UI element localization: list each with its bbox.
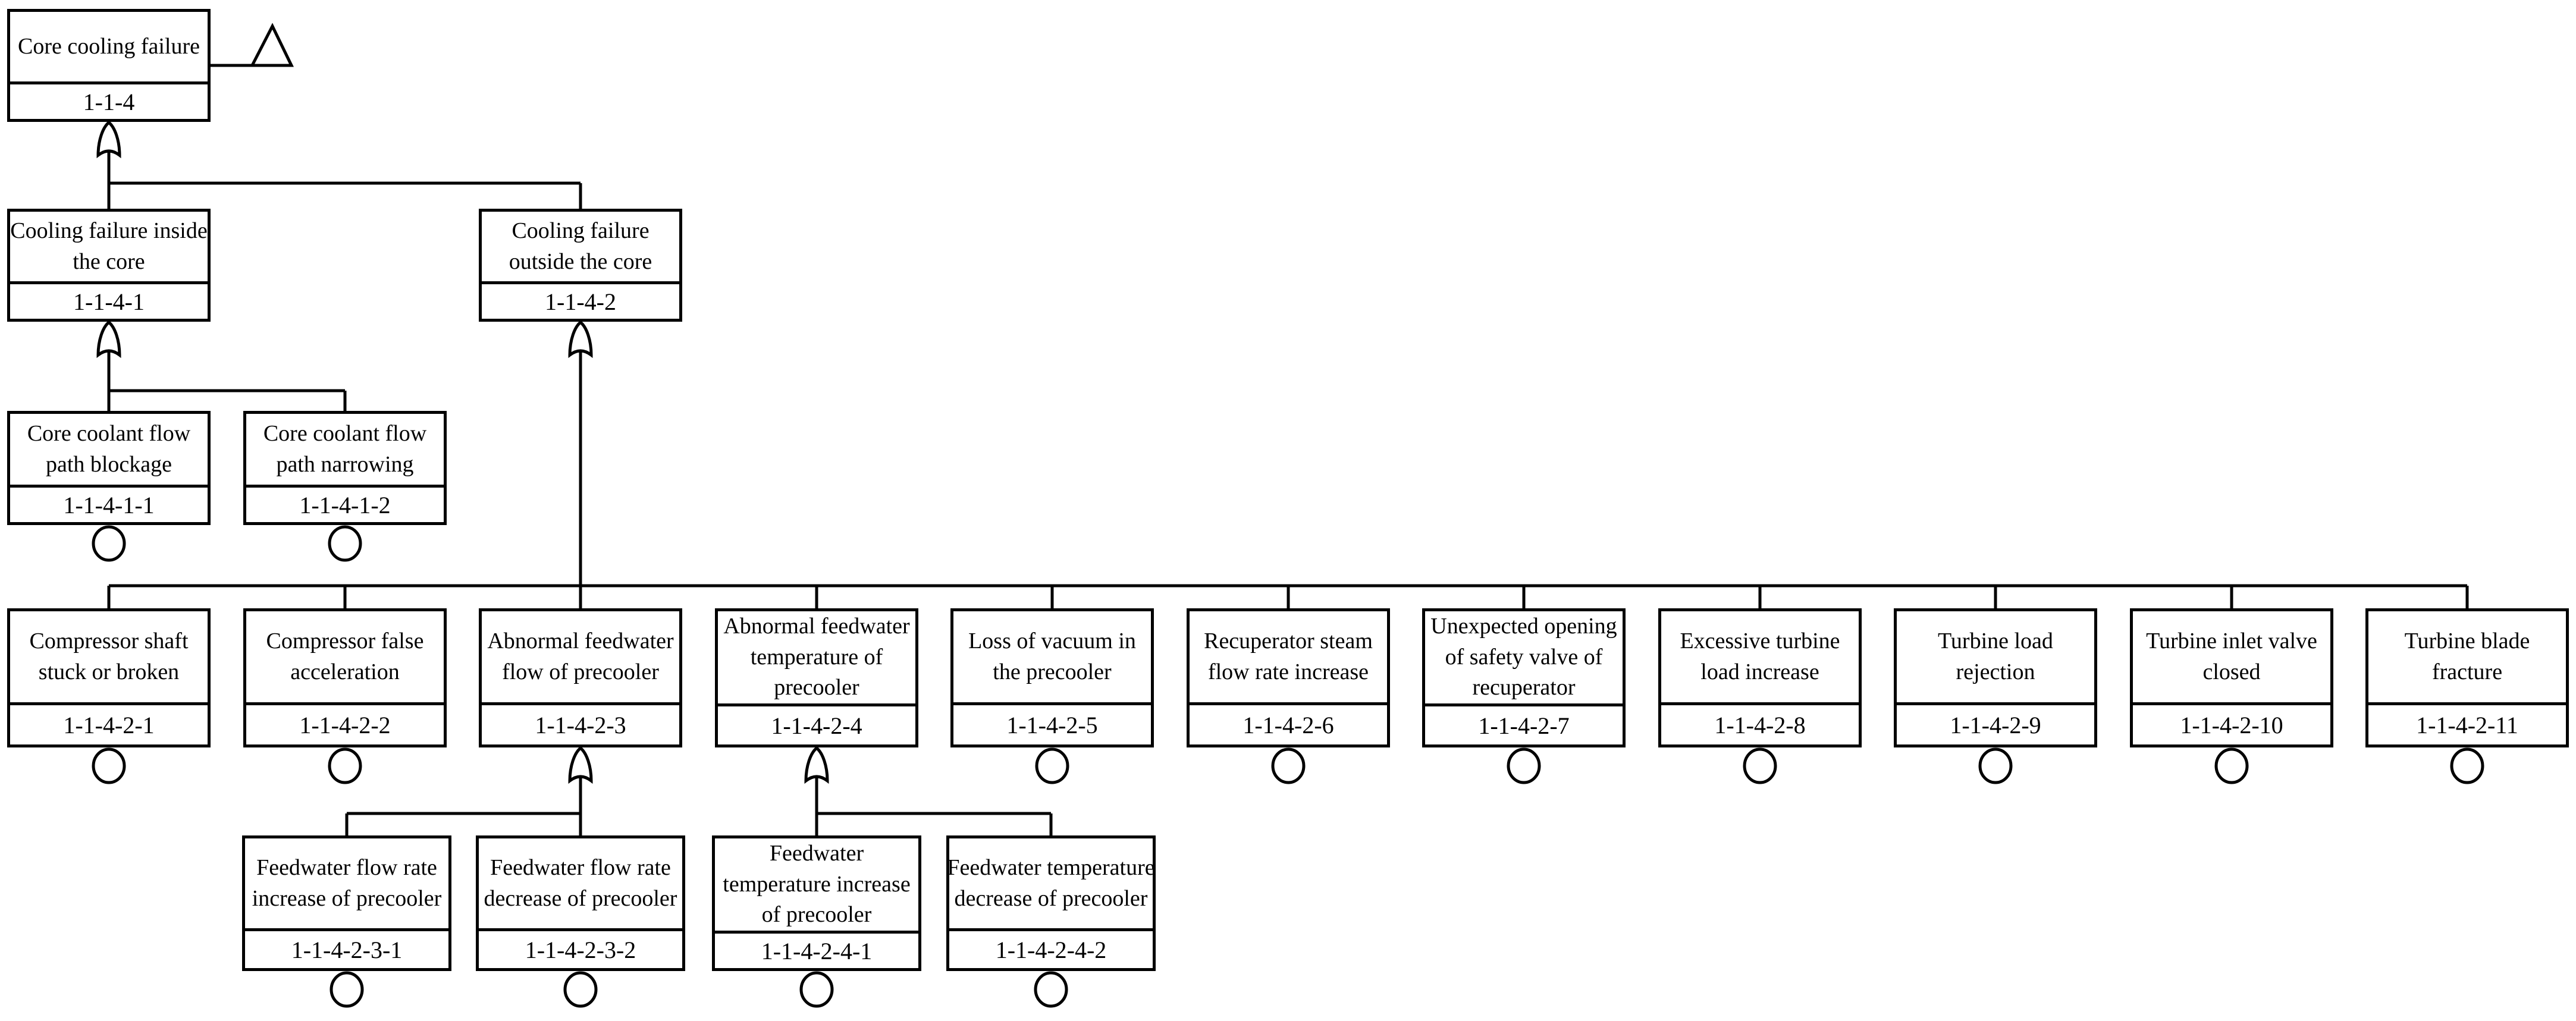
basic-event-icon: [1271, 747, 1306, 784]
event-box-1-1-4-2: Cooling failure outside the core 1-1-4-2: [479, 209, 682, 322]
event-title: Abnormal feedwater flow of precooler: [487, 628, 674, 684]
basic-event-icon: [328, 747, 362, 784]
event-code: 1-1-4-2-10: [2133, 702, 2330, 744]
event-box-1-1-4-2-2: Compressor false acceleration 1-1-4-2-2: [243, 608, 447, 747]
basic-event-icon: [1035, 747, 1069, 784]
basic-event-icon: [1978, 747, 2013, 784]
event-title: Turbine inlet valve closed: [2146, 628, 2317, 684]
event-box-1-1-4-2-7: Unexpected opening of safety valve of re…: [1422, 608, 1626, 747]
event-title: Compressor false acceleration: [266, 628, 424, 684]
or-gate-icon: [96, 320, 121, 359]
event-code: 1-1-4-2-11: [2368, 702, 2566, 744]
event-box-1-1-4-1-2: Core coolant flow path narrowing 1-1-4-1…: [243, 411, 447, 525]
basic-event-icon: [92, 525, 126, 562]
or-gate-icon: [804, 746, 829, 784]
event-box-1-1-4-2-8: Excessive turbine load increase 1-1-4-2-…: [1658, 608, 1862, 747]
event-code: 1-1-4-2: [482, 281, 679, 319]
or-gate-icon: [568, 746, 593, 784]
event-title: Core cooling failure: [17, 33, 200, 59]
event-code: 1-1-4-2-9: [1897, 702, 2094, 744]
event-box-1-1-4-2-4-1: Feedwater temperature increase of precoo…: [712, 835, 921, 971]
event-code: 1-1-4-2-3-2: [479, 928, 682, 968]
event-box-1-1-4-2-4-2: Feedwater temperature decrease of precoo…: [946, 835, 1156, 971]
event-code: 1-1-4-2-4: [718, 703, 915, 744]
event-code: 1-1-4-1-2: [246, 485, 444, 522]
or-gate-icon: [96, 120, 121, 159]
event-box-1-1-4-2-4: Abnormal feedwater temperature of precoo…: [715, 608, 918, 747]
event-title: Core coolant flow path narrowing: [263, 420, 427, 477]
event-box-1-1-4-2-5: Loss of vacuum in the precooler 1-1-4-2-…: [950, 608, 1154, 747]
event-code: 1-1-4-1-1: [10, 485, 208, 522]
event-code: 1-1-4-2-6: [1190, 702, 1387, 744]
event-box-1-1-4-2-10: Turbine inlet valve closed 1-1-4-2-10: [2130, 608, 2333, 747]
basic-event-icon: [799, 971, 834, 1008]
transfer-icon: [249, 23, 294, 67]
basic-event-icon: [563, 971, 598, 1008]
basic-event-icon: [1507, 747, 1541, 784]
event-code: 1-1-4-2-5: [953, 702, 1151, 744]
event-title: Turbine blade fracture: [2404, 628, 2530, 684]
event-code: 1-1-4-2-4-1: [715, 931, 918, 968]
event-box-1-1-4-2-6: Recuperator steam flow rate increase 1-1…: [1187, 608, 1390, 747]
event-title: Excessive turbine load increase: [1680, 628, 1840, 684]
event-title: Loss of vacuum in the precooler: [968, 628, 1136, 684]
event-code: 1-1-4-2-4-2: [949, 928, 1153, 968]
basic-event-icon: [328, 525, 362, 562]
event-box-1-1-4-1: Cooling failure inside the core 1-1-4-1: [7, 209, 211, 322]
event-code: 1-1-4-2-3-1: [245, 928, 448, 968]
event-title: Abnormal feedwater temperature of precoo…: [723, 614, 910, 700]
event-code: 1-1-4-1: [10, 281, 208, 319]
event-code: 1-1-4: [10, 81, 208, 119]
event-code: 1-1-4-2-8: [1661, 702, 1859, 744]
event-title: Unexpected opening of safety valve of re…: [1430, 614, 1617, 700]
event-box-1-1-4-2-1: Compressor shaft stuck or broken 1-1-4-2…: [7, 608, 211, 747]
event-title: Feedwater temperature increase of precoo…: [723, 841, 911, 928]
event-title: Feedwater temperature decrease of precoo…: [947, 855, 1155, 911]
event-box-1-1-4-2-9: Turbine load rejection 1-1-4-2-9: [1894, 608, 2097, 747]
event-title: Core coolant flow path blockage: [27, 420, 191, 477]
or-gate-icon: [568, 320, 593, 359]
event-code: 1-1-4-2-1: [10, 702, 208, 744]
basic-event-icon: [2214, 747, 2249, 784]
event-box-1-1-4: Core cooling failure 1-1-4: [7, 9, 211, 122]
event-code: 1-1-4-2-2: [246, 702, 444, 744]
event-title: Feedwater flow rate decrease of precoole…: [484, 855, 677, 911]
event-box-1-1-4-2-3-1: Feedwater flow rate increase of precoole…: [242, 835, 451, 971]
event-box-1-1-4-1-1: Core coolant flow path blockage 1-1-4-1-…: [7, 411, 211, 525]
event-code: 1-1-4-2-7: [1425, 703, 1623, 744]
event-title: Feedwater flow rate increase of precoole…: [252, 855, 442, 911]
basic-event-icon: [1743, 747, 1777, 784]
event-title: Compressor shaft stuck or broken: [29, 628, 189, 684]
event-title: Recuperator steam flow rate increase: [1204, 628, 1373, 684]
event-box-1-1-4-2-3-2: Feedwater flow rate decrease of precoole…: [476, 835, 685, 971]
basic-event-icon: [330, 971, 364, 1008]
basic-event-icon: [2450, 747, 2484, 784]
event-title: Cooling failure outside the core: [509, 218, 652, 274]
basic-event-icon: [92, 747, 126, 784]
event-box-1-1-4-2-3: Abnormal feedwater flow of precooler 1-1…: [479, 608, 682, 747]
event-title: Turbine load rejection: [1938, 628, 2053, 684]
event-title: Cooling failure inside the core: [10, 218, 208, 274]
basic-event-icon: [1034, 971, 1068, 1008]
event-box-1-1-4-2-11: Turbine blade fracture 1-1-4-2-11: [2365, 608, 2569, 747]
event-code: 1-1-4-2-3: [482, 702, 679, 744]
